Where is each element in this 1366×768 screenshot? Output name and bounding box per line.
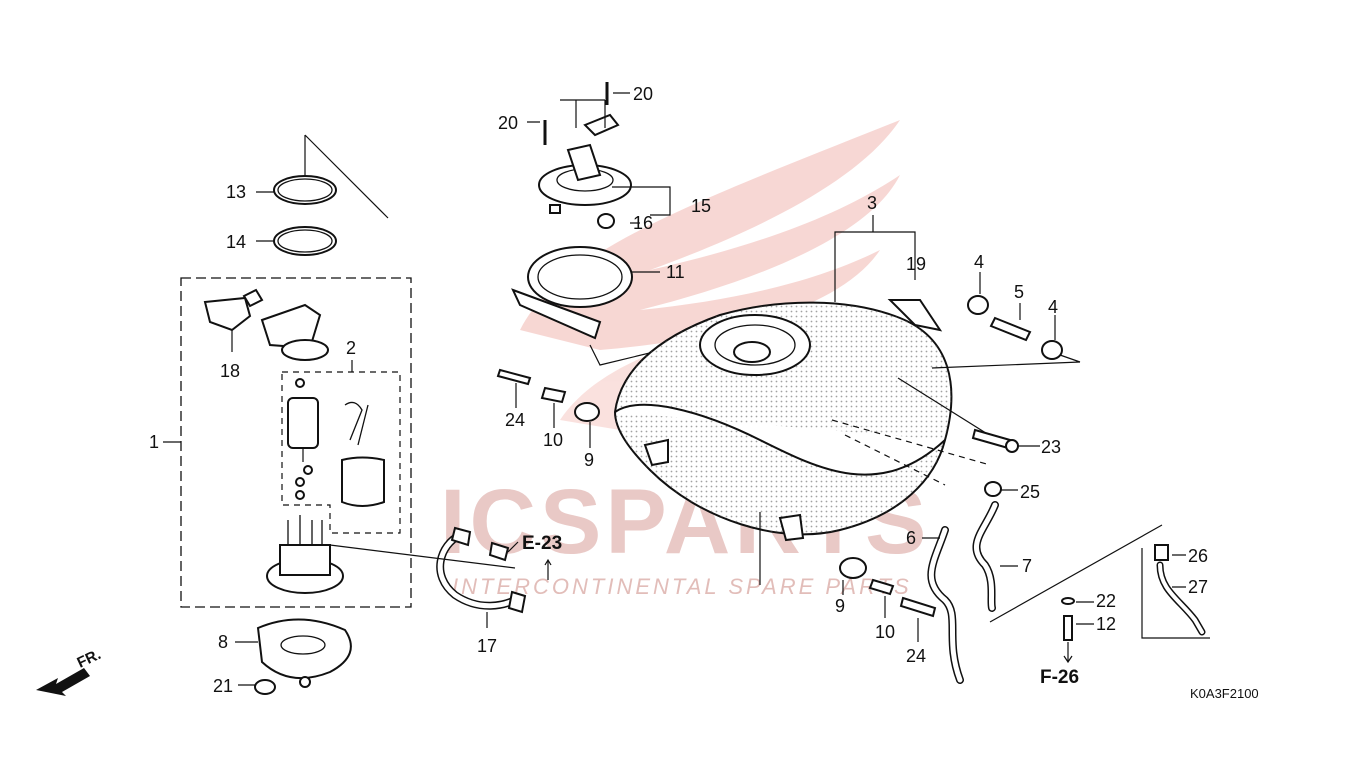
callout-4-left: 4 [974,252,984,272]
pump-base-flange [266,515,344,594]
hose-17 [436,526,527,614]
fuel-pump-motor [287,378,319,500]
front-direction-arrow: FR. [36,646,104,696]
callout-15: 15 [691,196,711,216]
callout-26: 26 [1188,546,1208,566]
fuel-cap-assembly-15 [538,113,632,214]
callout-12: 12 [1096,614,1116,634]
callout-2: 2 [346,338,356,358]
rubber-4-left [967,295,989,315]
callout-22: 22 [1096,591,1116,611]
reference-f26: F-26 [1040,667,1079,688]
callout-1: 1 [149,432,159,452]
tube-27 [1156,561,1206,636]
collar-10-left [540,386,567,404]
callout-10-left: 10 [543,430,563,450]
callout-10-right: 10 [875,622,895,642]
hose-7 [972,501,999,612]
bolt-24-left [496,368,532,386]
bolt-24-right [899,596,937,618]
nut-21 [254,679,276,695]
callout-6: 6 [906,528,916,548]
rubber-9-right [839,557,867,579]
callout-17: 17 [477,636,497,656]
callout-27: 27 [1188,577,1208,597]
bolt-23 [971,428,1019,453]
callout-11: 11 [666,262,685,282]
callout-9-right: 9 [835,596,845,616]
fuel-sender-18 [203,288,264,352]
seal-ring-11 [511,246,633,340]
callout-19: 19 [906,254,926,274]
callout-24-right: 24 [906,646,926,666]
collar-5 [989,316,1032,342]
front-marker-label: FR. [75,646,104,672]
callout-21: 21 [213,676,233,696]
clip-25 [984,481,1002,497]
callout-24-left: 24 [505,410,525,430]
setting-plate-8 [256,618,352,688]
callout-14: 14 [226,232,246,252]
pump-filter-strainer [341,401,385,507]
reference-e23: E-23 [522,533,562,554]
nut-16 [597,213,615,229]
callout-8: 8 [218,632,228,652]
callout-13: 13 [226,182,246,202]
collar-10-right [868,578,895,596]
diagram-code: K0A3F2100 [1190,686,1259,701]
callout-20-top: 20 [633,84,653,104]
callout-20-left: 20 [498,113,518,133]
callout-5: 5 [1014,282,1024,302]
callout-labels: 1 2 3 4 4 5 6 7 8 9 9 10 10 11 12 13 14 … [149,84,1208,696]
rubber-9-left [574,402,600,422]
grommet-19 [887,299,943,332]
callout-3: 3 [867,193,877,213]
seal-ring-14 [273,226,337,256]
drain-nipple-12 [1063,615,1073,641]
hose-6 [927,526,964,684]
pump-top-bracket [260,303,329,361]
callout-25: 25 [1020,482,1040,502]
callout-9-left: 9 [584,450,594,470]
callout-7: 7 [1022,556,1032,576]
fuel-tank-3 [613,301,953,542]
joint-26 [1154,544,1169,561]
callout-16: 16 [633,213,653,233]
watermark-tagline: INTERCONTINENTAL SPARE PARTS [452,574,912,599]
seal-ring-13 [273,175,337,205]
washer-22 [1061,597,1075,605]
callout-4-right: 4 [1048,297,1058,317]
callout-18: 18 [220,361,240,381]
rubber-4-right [1041,340,1063,360]
callout-23: 23 [1041,437,1061,457]
